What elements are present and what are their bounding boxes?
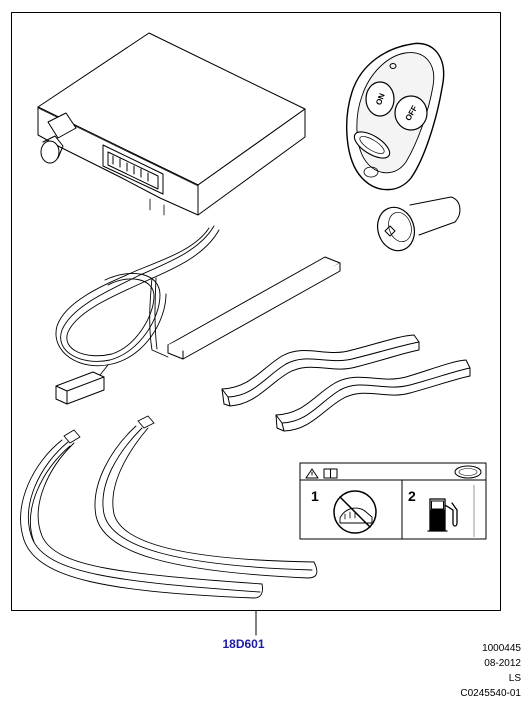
- drawing-number: 1000445: [482, 643, 521, 654]
- label-step-1: 1: [311, 488, 319, 504]
- drawing-date: 08-2012: [484, 658, 521, 669]
- push-button-switch: [376, 196, 461, 252]
- drawing-initials: LS: [508, 673, 521, 684]
- harness-connector: [55, 371, 105, 405]
- drawing-metadata: 1000445 08-2012 LS C0245540-01: [421, 641, 521, 701]
- no-engine-running-icon: [333, 490, 377, 534]
- part-reference-link[interactable]: 18D601: [222, 637, 265, 651]
- on-button-label: ON: [374, 92, 387, 107]
- label-step-2: 2: [408, 488, 416, 504]
- adhesive-pad-1: [221, 334, 420, 407]
- adhesive-pad-2: [275, 359, 471, 432]
- remote-key-fob: [346, 42, 445, 191]
- control-module: [37, 32, 306, 216]
- cable-tie-1: [20, 429, 263, 599]
- warning-triangle-icon: [305, 468, 319, 479]
- brand-badge-card: [454, 465, 482, 479]
- cable-tie-2: [94, 415, 318, 579]
- on-button: [365, 81, 395, 117]
- warning-label-card: [299, 462, 487, 540]
- off-button: [394, 95, 428, 131]
- foam-strip: [167, 256, 341, 360]
- drawing-code: C0245540-01: [460, 688, 521, 699]
- wiring-harness: [55, 225, 220, 379]
- brand-badge-fob: [353, 131, 391, 159]
- fuel-pump-icon: [427, 498, 458, 532]
